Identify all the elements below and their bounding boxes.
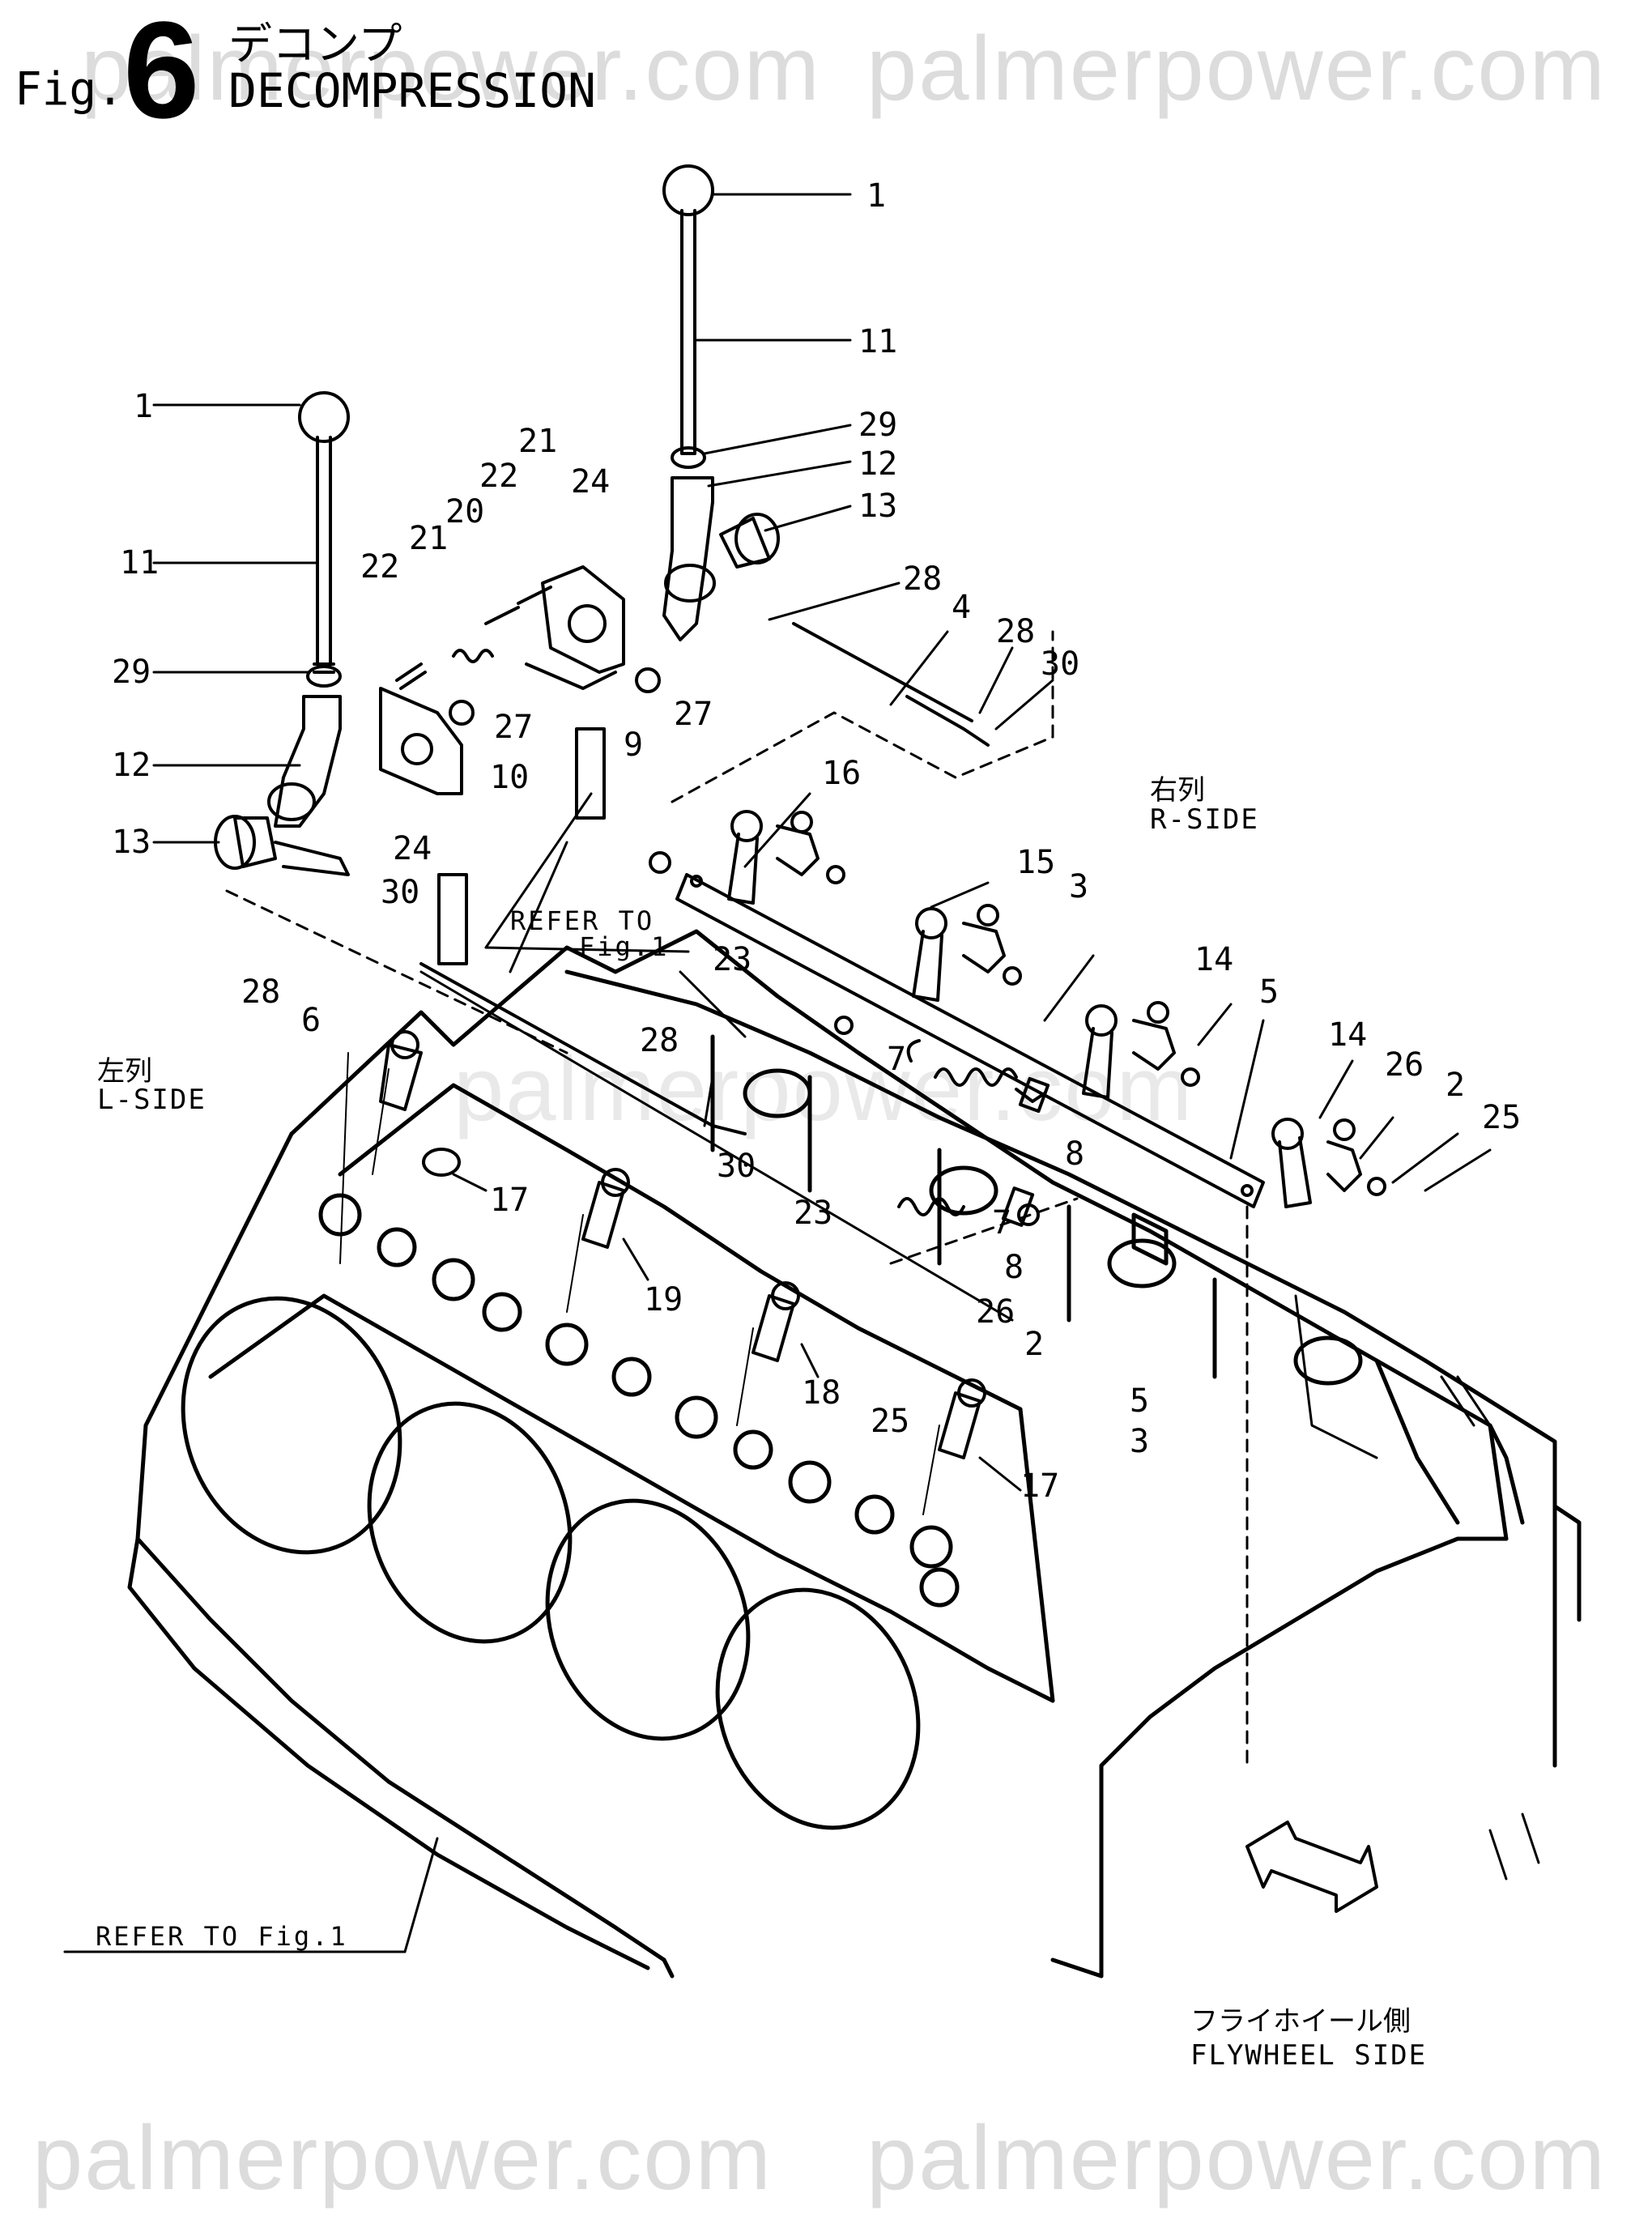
part-callout: 26 <box>1385 1046 1424 1084</box>
part-callout: 14 <box>1328 1016 1368 1054</box>
part-callout: 30 <box>1041 645 1080 683</box>
figure-title-jp: デコンプ <box>228 19 402 70</box>
part-callout: 10 <box>490 759 530 796</box>
part-callout: 12 <box>112 747 151 784</box>
part-callout: 13 <box>112 824 151 861</box>
part-callout: 25 <box>871 1403 910 1440</box>
part-callout: 17 <box>490 1182 530 1219</box>
part-callout: 4 <box>952 589 972 626</box>
figure-prefix: Fig. <box>15 63 124 116</box>
part-callout: 26 <box>976 1293 1015 1331</box>
part-callout: 3 <box>1130 1423 1150 1460</box>
r-side-label-jp: 右列 <box>1150 774 1205 807</box>
part-callout: 11 <box>858 323 898 360</box>
part-callout: 18 <box>802 1374 841 1412</box>
part-callout: 7 <box>992 1204 1012 1242</box>
watermark-top-left: palmerpower.com <box>81 18 821 119</box>
part-callout: 1 <box>866 177 887 215</box>
flywheel-arrow <box>1245 1821 1378 1913</box>
l-side-actuator <box>214 164 1014 1322</box>
r-side-shaft <box>675 873 1265 1208</box>
part-callout: 22 <box>360 548 400 586</box>
part-callout: 1 <box>134 388 154 425</box>
part-callout: 28 <box>903 560 943 598</box>
part-callout: 30 <box>717 1148 756 1185</box>
part-callout: 27 <box>494 709 534 746</box>
l-side-label-jp: 左列 <box>97 1055 152 1088</box>
part-callout: 16 <box>822 755 862 792</box>
part-callout: 11 <box>120 544 160 581</box>
part-callout: 13 <box>858 488 898 525</box>
part-callout: 5 <box>1259 973 1279 1011</box>
dashed-outlines <box>225 630 1249 1767</box>
part-callout: 2 <box>1024 1326 1045 1363</box>
flywheel-label-jp: フライホイール側 <box>1190 2005 1411 2038</box>
watermark-bottom-left: palmerpower.com <box>32 2107 773 2209</box>
part-callout: 5 <box>1130 1382 1150 1420</box>
part-callout: 8 <box>1004 1249 1024 1286</box>
part-callout: 24 <box>571 463 611 500</box>
refer-label-line2: Fig.1 <box>579 931 670 962</box>
watermark-bottom-right: palmerpower.com <box>866 2107 1607 2209</box>
leader-lines <box>152 193 1492 1492</box>
part-callout: 17 <box>1020 1467 1060 1505</box>
r-side-label: R-SIDE <box>1150 803 1259 836</box>
part-callout: 28 <box>241 973 281 1011</box>
part-callout: 19 <box>644 1281 683 1318</box>
part-callout: 27 <box>674 696 713 733</box>
part-callout: 2 <box>1446 1067 1466 1104</box>
part-callout: 29 <box>112 654 151 691</box>
springs <box>897 1039 1050 1227</box>
part-callout: 8 <box>1065 1135 1085 1173</box>
part-callout: 22 <box>479 458 519 495</box>
part-callout: 3 <box>1069 868 1089 905</box>
flywheel-label: FLYWHEEL SIDE <box>1190 2039 1428 2072</box>
part-callout: 30 <box>381 874 420 911</box>
part-callout: 23 <box>794 1195 833 1232</box>
engine-block <box>127 929 1582 1979</box>
refer-label-bottom: REFER TO Fig.1 <box>96 1921 348 1952</box>
part-callout: 28 <box>996 613 1036 650</box>
refer-lines <box>63 792 690 1953</box>
l-side-levers <box>372 1030 986 1515</box>
part-callout: 23 <box>713 941 752 978</box>
part-callout: 25 <box>1482 1099 1522 1136</box>
r-side-levers <box>649 810 1386 1208</box>
figure-title: DECOMPRESSION <box>228 63 596 118</box>
part-callout: 21 <box>409 520 449 557</box>
part-callout: 6 <box>301 1002 321 1039</box>
watermark-center: palmerpower.com <box>453 1038 1194 1139</box>
part-callout: 28 <box>640 1022 679 1059</box>
part-callout: 7 <box>887 1041 907 1078</box>
figure-number: 6 <box>123 0 200 147</box>
part-callout: 29 <box>858 407 898 444</box>
l-side-label: L-SIDE <box>97 1084 206 1116</box>
part-callout: 21 <box>518 423 558 460</box>
part-callout: 12 <box>858 445 898 483</box>
refer-label-line1: REFER TO <box>510 905 655 936</box>
part-callout: 14 <box>1194 941 1234 978</box>
part-callout: 9 <box>624 726 644 764</box>
part-callout: 24 <box>393 830 432 867</box>
part-callout: 15 <box>1016 844 1056 881</box>
part-callout: 20 <box>445 493 485 530</box>
watermark-top-right: palmerpower.com <box>866 18 1607 119</box>
